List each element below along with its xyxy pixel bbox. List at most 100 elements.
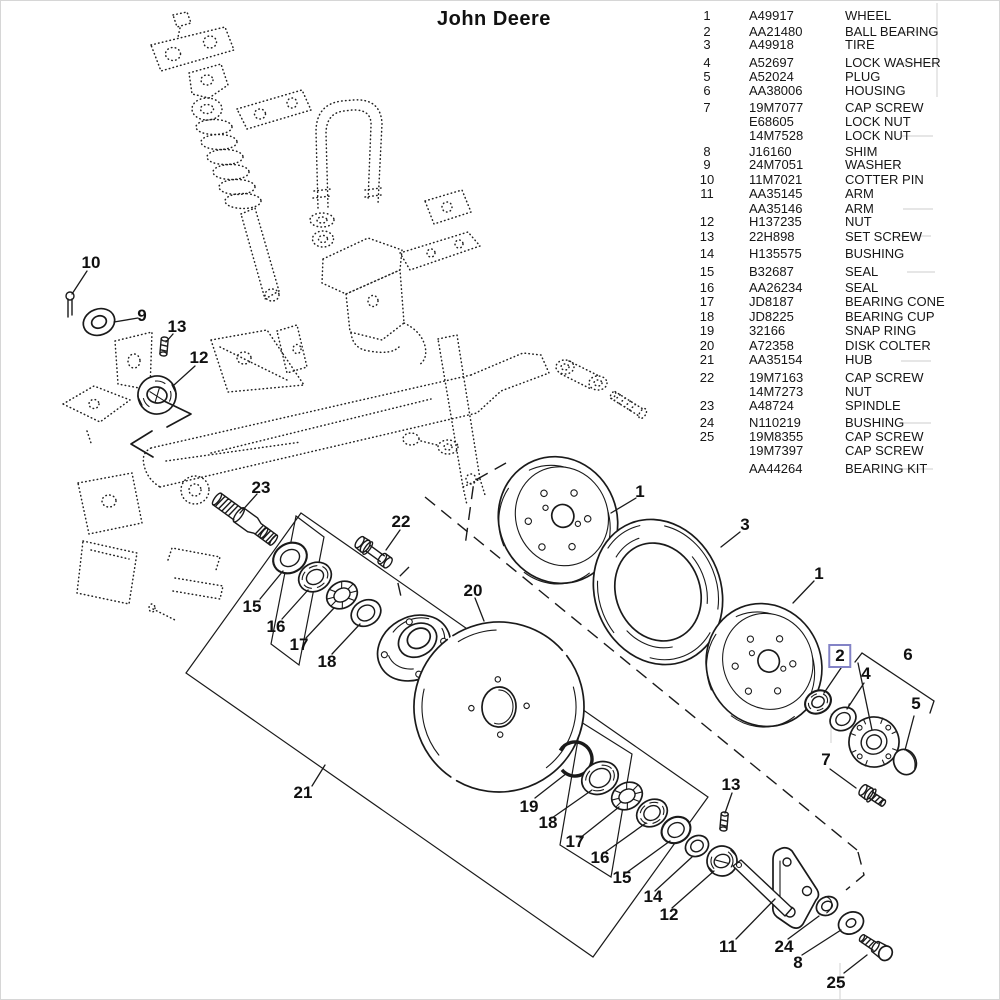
part-description: CAP SCREW [845,370,924,385]
part-description: NUT [845,214,872,229]
bushing-24 [810,895,839,917]
part-number: 19M7397 [749,443,804,458]
seal-15-upper [272,541,308,575]
arrow-chevrons [130,400,192,458]
table-row: 14M7273 NUT [701,384,999,400]
seal-16-lower [635,798,669,828]
part-description: BALL BEARING [845,24,939,39]
set-screw-upper [159,336,169,357]
part-description: WHEEL [845,8,892,23]
row-number: 21 [699,352,715,367]
part-description: CAP SCREW [845,429,924,444]
row-number: 6 [703,83,711,98]
exploded-parts [65,291,918,962]
part-description: SHIM [845,144,878,159]
housing-bracket-leader [854,652,935,731]
part-description: HOUSING [845,83,906,98]
row-number: 2 [703,24,711,39]
table-row: 1 A49917 WHEEL [701,8,999,24]
lock-washer [829,703,857,732]
part-number: 24M7051 [749,157,804,172]
part-number: AA21480 [749,24,803,39]
part-description: CAP SCREW [845,100,924,115]
table-row: 19M7397 CAP SCREW [701,443,999,459]
disk-colter [413,621,585,793]
set-screw-lower [719,811,729,832]
page-title: John Deere [437,8,551,30]
part-description: ARM [845,186,874,201]
table-row: E68605 LOCK NUT [701,114,999,130]
part-number: AA35146 [749,201,803,216]
part-description: HUB [845,352,873,367]
part-description: SPINDLE [845,398,901,413]
row-number: 16 [699,280,715,295]
table-row: 21 AA35154 HUB [700,352,999,368]
part-number: 19M8355 [749,429,804,444]
cotter-pin [65,291,75,318]
plug [892,748,918,776]
part-description: BEARING KIT [845,461,928,476]
cap-screw-7 [858,784,887,807]
part-number: H137235 [749,214,802,229]
assembly-axis-dashed [424,496,858,851]
part-description: CAP SCREW [845,443,924,458]
row-number: 12 [699,214,715,229]
row-number: 22 [699,370,715,385]
row-number: 8 [703,144,711,159]
spindle [211,492,279,546]
part-number: AA26234 [749,280,803,295]
table-row: 2 AA21480 BALL BEARING [701,24,999,40]
row-number: 25 [699,429,715,444]
ball-bearing [804,689,832,715]
part-description: TIRE [845,37,875,52]
part-number: 19M7163 [749,370,804,385]
part-number: AA35154 [749,352,803,367]
washer-9 [82,307,116,337]
row-number: 1 [703,8,711,23]
cap-screw-22 [354,535,393,569]
row-number: 18 [699,309,715,324]
part-number: A49917 [749,8,794,23]
part-description: SET SCREW [845,229,923,244]
shim-8 [837,911,865,935]
table-row: 22 19M7163 CAP SCREW [700,370,999,386]
row-number: 11 [700,186,714,201]
nut-12-lower [706,845,738,877]
part-description: DISK COLTER [845,338,931,353]
part-description: LOCK NUT [845,114,911,129]
part-number: E68605 [749,114,794,129]
part-description: BEARING CUP [845,309,935,324]
part-description: COTTER PIN [845,172,924,187]
part-description: NUT [845,384,872,399]
upper-seal-group-box [270,514,325,667]
row-number: 3 [703,37,711,52]
part-number: 14M7273 [749,384,804,399]
part-number: 32166 [749,323,786,338]
row-number: 20 [699,338,715,353]
frame-sketch [321,189,481,366]
row-number: 24 [699,415,715,430]
nut-12-upper [137,375,177,415]
seal-15-lower [660,815,692,845]
housing [848,716,900,768]
bushing-14 [684,834,710,858]
part-number: 19M7077 [749,100,804,115]
part-number: 11M7021 [749,172,803,187]
table-row: 25 19M8355 CAP SCREW [700,429,999,445]
row-number: 13 [699,229,715,244]
